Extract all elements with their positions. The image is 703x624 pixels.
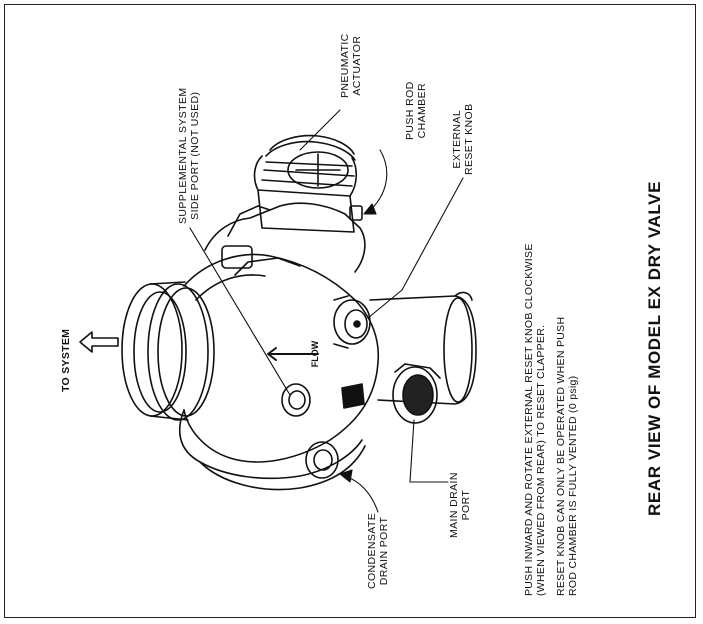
leader-supplemental-port bbox=[189, 227, 291, 396]
label-push-rod-chamber: PUSH ROD CHAMBER bbox=[404, 81, 428, 140]
supplemental-port-shape bbox=[281, 383, 311, 417]
to-system-arrow bbox=[79, 331, 119, 353]
leader-lines bbox=[189, 109, 464, 513]
main-drain-port-shape bbox=[392, 363, 441, 424]
label-supplemental-port: SUPPLEMENTAL SYSTEM SIDE PORT (NOT USED) bbox=[177, 87, 201, 224]
flow-mark: FLOW bbox=[310, 340, 320, 367]
label-external-reset-knob: EXTERNAL RESET KNOB bbox=[451, 103, 475, 176]
diagram-frame bbox=[4, 4, 696, 618]
note-reset-condition: RESET KNOB CAN ONLY BE OPERATED WHEN PUS… bbox=[555, 316, 579, 596]
label-condensate-port: CONDENSATE DRAIN PORT bbox=[366, 512, 390, 589]
label-pneumatic-actuator: PNEUMATIC ACTUATOR bbox=[339, 33, 363, 98]
outlet-grooved-end bbox=[121, 281, 215, 421]
note-reset-instruction: PUSH INWARD AND ROTATE EXTERNAL RESET KN… bbox=[523, 243, 547, 596]
label-main-drain-port: MAIN DRAIN PORT bbox=[448, 472, 472, 538]
label-to-system: TO SYSTEM bbox=[60, 328, 72, 392]
nameplate-tab bbox=[341, 383, 365, 409]
leader-main-drain-port bbox=[409, 419, 449, 483]
reset-knob-shape bbox=[333, 295, 371, 349]
diagram-title: REAR VIEW OF MODEL EX DRY VALVE bbox=[645, 180, 664, 516]
condensate-port-shape bbox=[305, 441, 339, 479]
valve-body bbox=[178, 253, 477, 491]
actuator-housing bbox=[204, 134, 366, 276]
leader-external-reset-knob bbox=[367, 177, 464, 319]
leader-pneumatic-actuator bbox=[299, 109, 341, 151]
leader-condensate-port bbox=[339, 469, 353, 483]
